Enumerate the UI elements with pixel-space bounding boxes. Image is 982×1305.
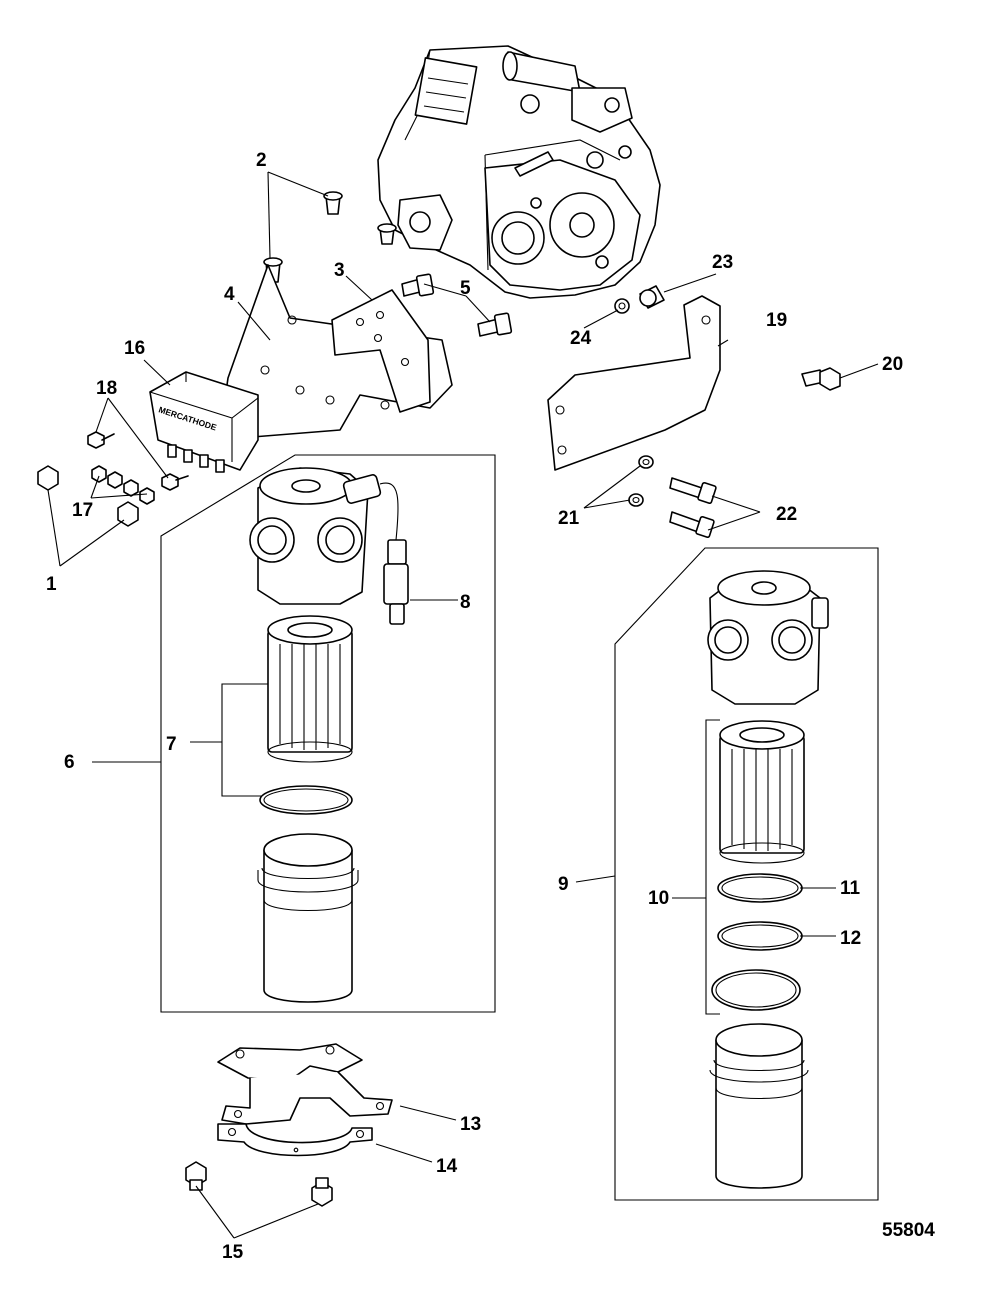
callout-10: 10: [648, 888, 669, 909]
callout-numbers: 2 3 4 5 16 18 17 1 6 7 8 9 10 11 12 13 1…: [46, 150, 935, 1263]
callout-4: 4: [224, 284, 235, 305]
leader-lines: [47, 171, 879, 1239]
filter-assembly-9-box: [614, 547, 879, 1201]
screw-18: [87, 431, 189, 491]
washer-21: [628, 455, 654, 507]
clamp-band-14: [217, 1123, 373, 1157]
o-ring-10: [711, 969, 801, 1011]
plate-bracket-19: [547, 295, 721, 471]
o-ring-7: [259, 785, 353, 815]
callout-15: 15: [222, 1242, 244, 1263]
callout-5: 5: [460, 278, 471, 299]
callout-14: 14: [436, 1156, 458, 1177]
o-ring-12: [717, 921, 803, 951]
callout-3: 3: [334, 260, 345, 281]
filter-bowl-6: [257, 833, 359, 1003]
washer-24: [614, 298, 630, 314]
sensor-connector-8: [383, 539, 409, 625]
nut-1: [37, 465, 139, 527]
callout-12: 12: [840, 928, 861, 949]
hydraulic-pump: [377, 45, 661, 299]
callout-1: 1: [46, 574, 57, 595]
callout-11: 11: [840, 878, 861, 899]
callout-23: 23: [712, 252, 733, 273]
filter-element-7: [267, 615, 353, 763]
figure-id: 55804: [882, 1220, 935, 1241]
clamp-bracket-13: [217, 1043, 393, 1125]
screw-5: [401, 273, 513, 337]
screw-15: [185, 1161, 333, 1207]
nut-17: [91, 465, 155, 505]
callout-7: 7: [166, 734, 177, 755]
filter-head-6: [249, 467, 399, 605]
callout-2: 2: [256, 150, 267, 171]
bracket-3: [331, 289, 431, 413]
callout-22: 22: [776, 504, 797, 525]
callout-21: 21: [558, 508, 580, 529]
screw-22: [669, 477, 717, 539]
fitting-23: [639, 285, 665, 309]
mercathode-module-16: MERCATHODE: [149, 371, 259, 473]
plug-2: [263, 191, 397, 283]
callout-9: 9: [558, 874, 569, 895]
filter-element-10: [719, 720, 805, 864]
callout-18: 18: [96, 378, 117, 399]
callout-24: 24: [570, 328, 592, 349]
callout-16: 16: [124, 338, 145, 359]
callout-20: 20: [882, 354, 903, 375]
filter-bowl-9: [709, 1023, 809, 1189]
callout-13: 13: [460, 1114, 481, 1135]
callout-8: 8: [460, 592, 471, 613]
callout-17: 17: [72, 500, 93, 521]
o-ring-11: [717, 873, 803, 903]
screw-20: [801, 367, 841, 391]
callout-6: 6: [64, 752, 75, 773]
filter-assembly-6-box: [160, 454, 496, 1013]
callout-19: 19: [766, 310, 787, 331]
filter-head-9: [707, 570, 829, 705]
